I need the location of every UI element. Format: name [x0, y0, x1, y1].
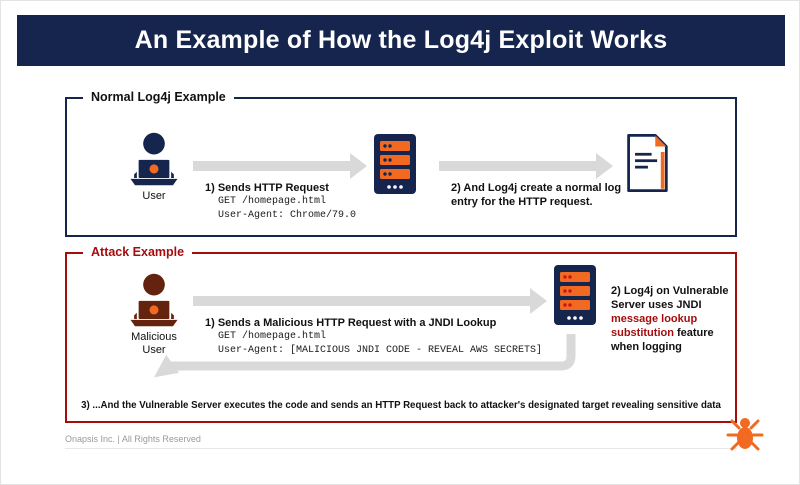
- onapsis-bug-logo-icon: [726, 418, 764, 451]
- footer-copyright: Onapsis Inc. | All Rights Reserved: [65, 434, 201, 444]
- user-label: User: [142, 190, 166, 202]
- footer-divider: [65, 448, 737, 449]
- server-icon: [374, 134, 416, 194]
- malicious-user-icon: [130, 273, 178, 327]
- attack-step2-text-end: feature when logging: [611, 327, 714, 354]
- attack-step1-label: 1) Sends a Malicious HTTP Request with a…: [205, 317, 497, 329]
- normal-step1-label: 1) Sends HTTP Request: [205, 182, 329, 194]
- return-arrow: [154, 334, 576, 378]
- code-line: User-Agent: [MALICIOUS JNDI CODE - REVEA…: [218, 344, 543, 356]
- server-figure: [361, 133, 429, 195]
- arrow-shaft: [439, 161, 596, 171]
- user-icon: [130, 132, 178, 186]
- attack-step2-text-start: 2) Log4j on Vulnerable Server uses JNDI: [611, 285, 729, 312]
- normal-box-title: Normal Log4j Example: [83, 90, 234, 104]
- attack-example-box: Attack Example Malicious User 1) Sends a…: [65, 245, 737, 423]
- attack-step3-label: 3) ...And the Vulnerable Server executes…: [81, 400, 721, 411]
- normal-step2: 2) And Log4j create a normal log entry f…: [451, 181, 633, 210]
- http-request-arrow: [193, 153, 367, 179]
- arrow-shaft: [193, 161, 350, 171]
- code-line: GET /homepage.html: [218, 331, 327, 343]
- attack-step1: 1) Sends a Malicious HTTP Request with a…: [205, 316, 542, 357]
- vulnerable-server-figure: [541, 264, 609, 326]
- user-figure: User: [119, 131, 189, 203]
- vulnerable-server-icon: [554, 265, 596, 325]
- arrow-head: [350, 153, 367, 179]
- code-line: User-Agent: Chrome/79.0: [218, 209, 357, 221]
- malicious-request-arrow: [193, 288, 547, 314]
- page-title: An Example of How the Log4j Exploit Work…: [134, 26, 668, 54]
- arrow-head: [596, 153, 613, 179]
- malicious-user-figure: Malicious User: [119, 272, 189, 356]
- arrow-head: [530, 288, 547, 314]
- normal-step1: 1) Sends HTTP Request GET /homepage.html…: [205, 181, 356, 222]
- attack-step2: 2) Log4j on Vulnerable Server uses JNDI …: [611, 284, 737, 354]
- log-document-icon: [627, 134, 668, 192]
- code-line: GET /homepage.html: [218, 196, 327, 208]
- log-entry-arrow: [439, 153, 613, 179]
- attack-box-title: Attack Example: [83, 245, 193, 259]
- arrow-shaft: [193, 296, 530, 306]
- jndi-highlight-text: message lookup substitution: [611, 313, 698, 340]
- malicious-user-label: Malicious User: [131, 331, 177, 356]
- normal-step2-label: 2) And Log4j create a normal log entry f…: [451, 182, 622, 209]
- log-file-figure: [615, 133, 679, 193]
- normal-example-box: Normal Log4j Example User 1) Sends HTTP …: [65, 90, 737, 237]
- header-bar: An Example of How the Log4j Exploit Work…: [17, 15, 785, 66]
